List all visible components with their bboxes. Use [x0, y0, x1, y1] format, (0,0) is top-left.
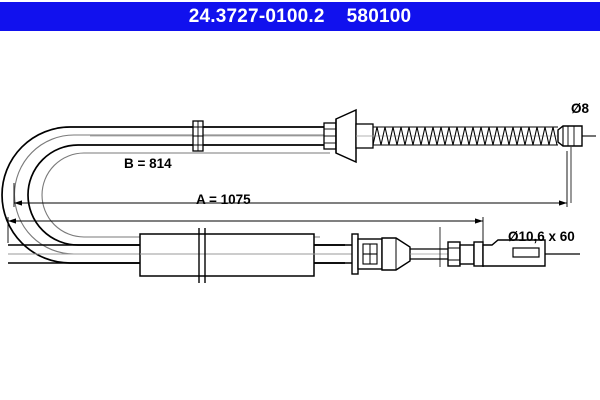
cable-inner-line-upper — [13, 134, 345, 255]
dimension-b — [13, 151, 568, 207]
ferrule-block — [357, 238, 383, 270]
lower-cable-assembly — [8, 228, 580, 283]
reference-number: 580100 — [346, 5, 412, 27]
spring-sheath — [372, 126, 558, 146]
terminal-connector — [447, 239, 580, 267]
upper-cable-assembly — [1, 108, 596, 264]
connector-slot — [512, 247, 540, 258]
dimension-label-b: B = 814 — [124, 156, 172, 171]
cable-housing — [139, 228, 315, 283]
flange-disc — [351, 233, 359, 275]
cone-boot — [335, 108, 357, 164]
callout-label-d8: Ø8 — [571, 101, 590, 116]
cone-neck — [355, 123, 374, 149]
part-number: 24.3727-0100.2 — [188, 5, 325, 27]
cable-outer-sheath-top — [1, 126, 345, 264]
cable-outer-sheath-bottom — [27, 144, 345, 246]
callout-label-d106: Ø10,6 x 60 — [508, 229, 575, 244]
callout-leaders — [439, 147, 572, 267]
header-bar: 24.3727-0100.2 580100 — [0, 2, 600, 31]
end-nipple — [557, 125, 596, 147]
technical-drawing — [1, 108, 596, 283]
cone-ferrule — [323, 122, 337, 150]
cable-inner-line-lower — [41, 152, 330, 238]
dimension-label-a: A = 1075 — [196, 192, 251, 207]
cable-collar — [192, 120, 204, 152]
